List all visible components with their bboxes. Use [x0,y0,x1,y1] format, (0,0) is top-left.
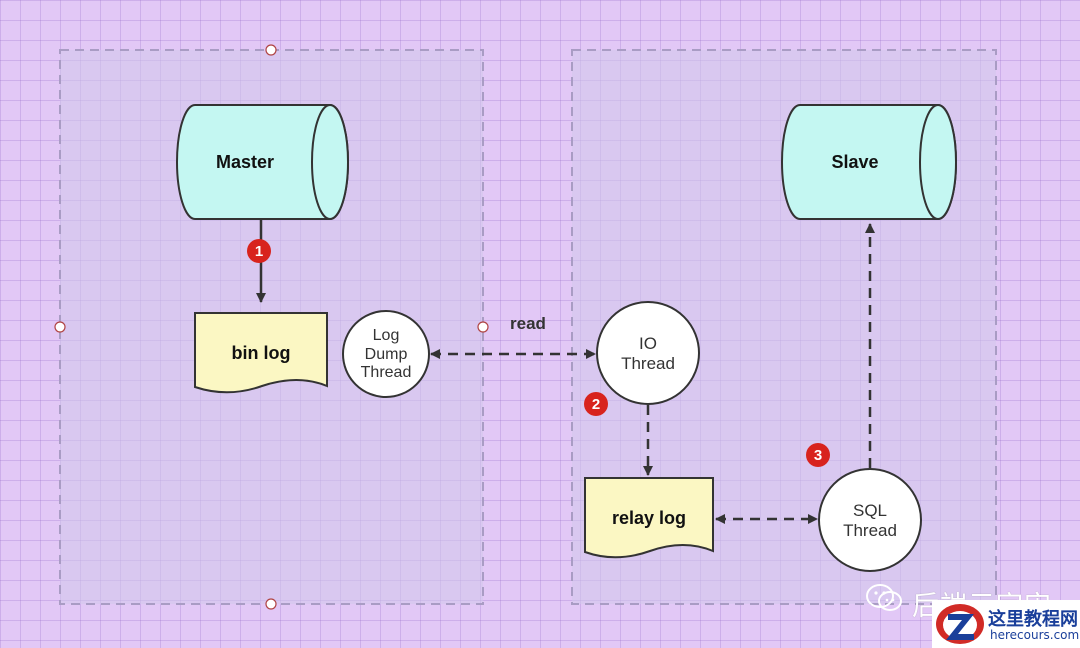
io-thread-circle[interactable] [596,301,700,405]
step-badge-1: 1 [247,239,271,263]
slave-label: Slave [831,151,879,172]
io-thread-label-line1: IO [639,334,657,354]
binlog-label: bin log [231,342,291,363]
io-thread-label-line2: Thread [621,354,675,373]
relaylog-document[interactable] [584,477,714,559]
site-logo-subtitle: herecours.com [990,628,1080,642]
dump-thread-label: Log Dump Thread [346,322,426,388]
dump-thread-label-line3: Thread [360,364,412,382]
sql-thread-label-line2: Thread [843,521,897,540]
edge-read-label: read [510,314,546,334]
master-label: Master [215,151,275,172]
step-badge-3: 3 [806,443,830,467]
sql-thread-circle[interactable] [818,468,922,572]
slave-cylinder[interactable] [781,104,957,220]
step-badge-2: 2 [584,392,608,416]
binlog-document[interactable] [194,312,328,394]
site-logo-title: 这里教程网 [988,609,1078,630]
dump-thread-label-line2: Dump [364,345,408,363]
selection-handle-left[interactable] [54,321,66,333]
selection-handle-right[interactable] [477,321,489,333]
master-cylinder[interactable] [176,104,349,220]
selection-handle-bottom[interactable] [265,598,277,610]
site-logo-icon [936,604,984,644]
dump-thread-circle[interactable] [342,310,430,398]
sql-thread-label-line1: SQL [852,501,888,521]
relaylog-label: relay log [611,507,687,528]
selection-handle-top[interactable] [265,44,277,56]
wechat-icon [866,584,902,611]
io-thread-label: IO Thread [598,330,698,378]
dump-thread-label-line1: Log [372,327,400,345]
sql-thread-label: SQL Thread [820,497,920,545]
